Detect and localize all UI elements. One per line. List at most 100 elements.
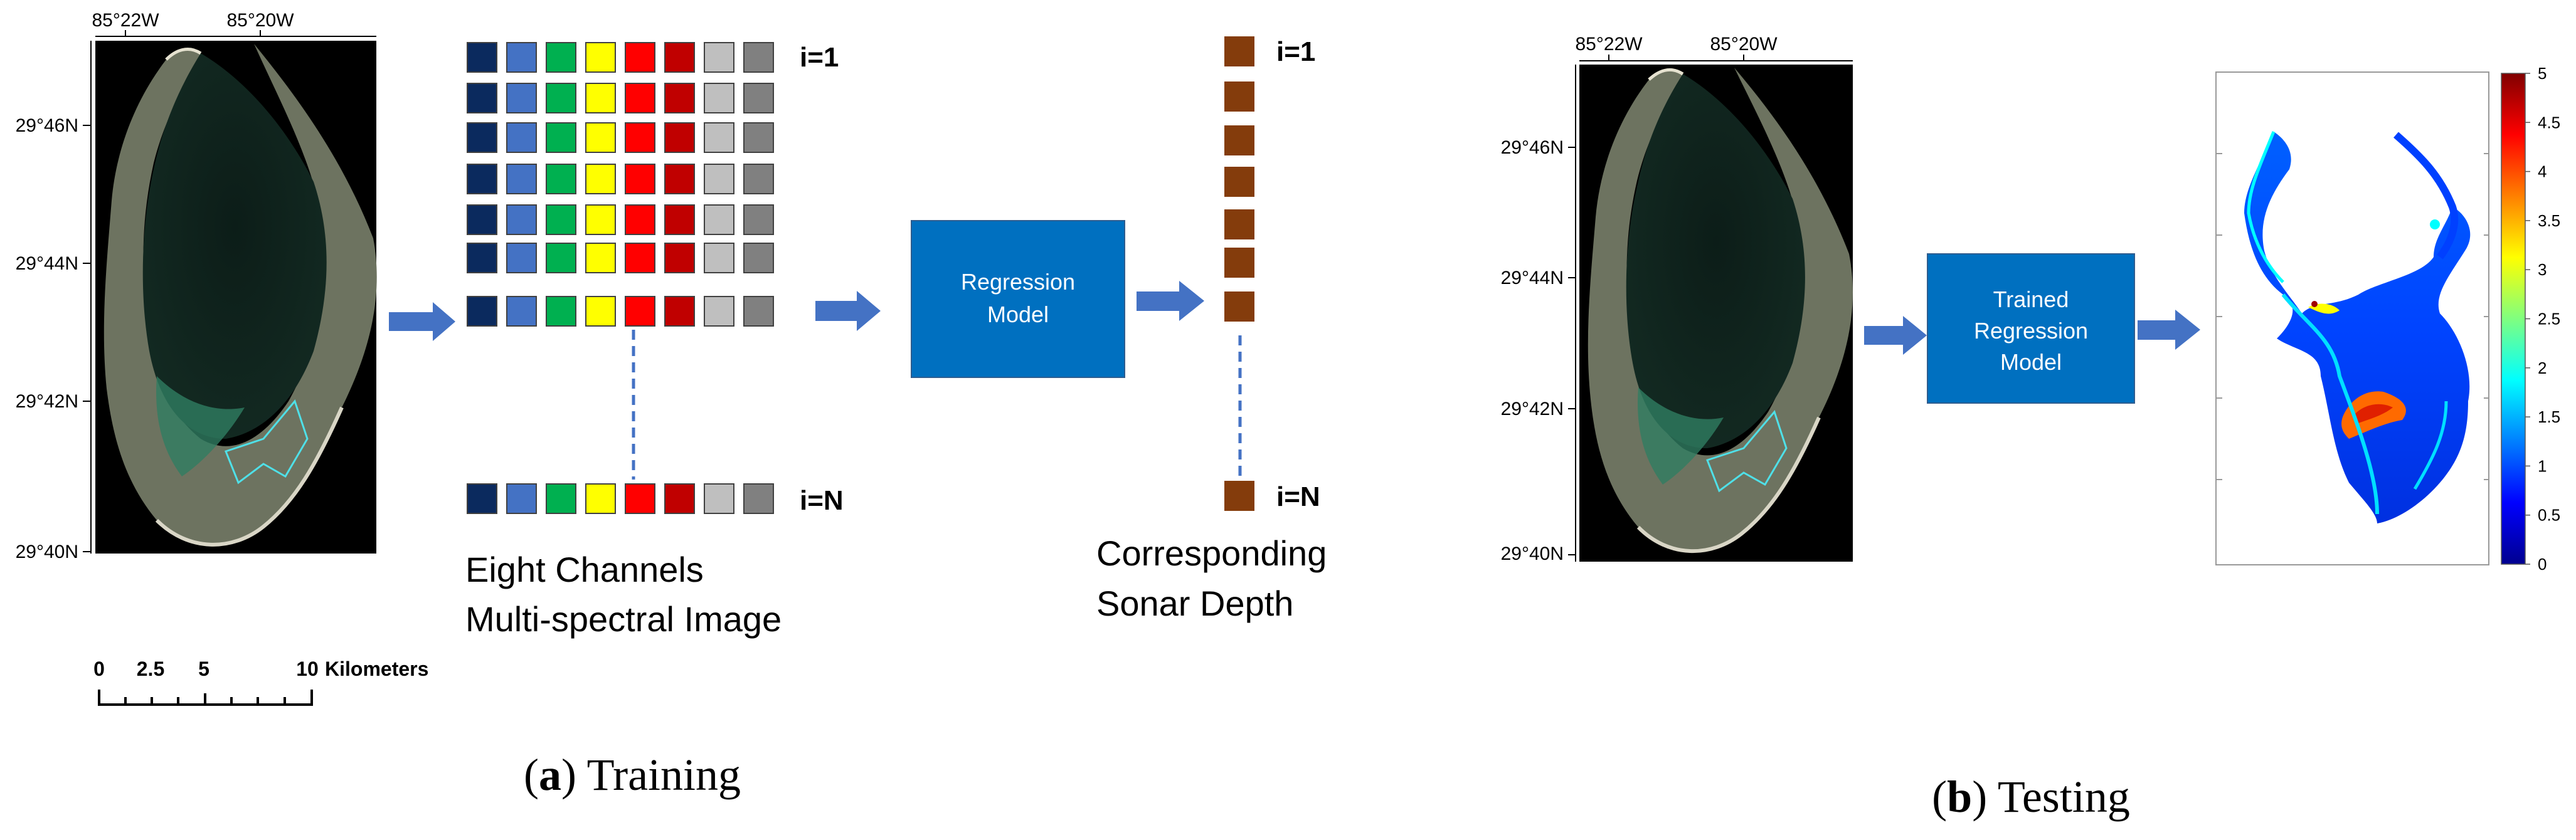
channel-square [506, 83, 537, 113]
flow-arrow [815, 291, 881, 331]
channel-square [664, 204, 695, 235]
depth-channel-right [2393, 132, 2459, 260]
colorbar-gradient [2501, 73, 2526, 565]
channel-square [585, 122, 616, 153]
channel-square [506, 122, 537, 153]
depth-label-last: i=N [1276, 481, 1320, 512]
map-axis-ticks [1568, 55, 1853, 562]
channel-square [467, 204, 497, 235]
channel-square [625, 204, 655, 235]
channel-square [625, 296, 655, 327]
channel-grid [467, 42, 774, 514]
channel-square [546, 83, 576, 113]
panel-caption-training: (a) Training [524, 750, 741, 800]
regression-model-label-line2: Model [987, 302, 1049, 327]
channel-square [585, 42, 616, 73]
colorbar-tick-label: 2 [2538, 359, 2547, 377]
lon-label: 85°20W [1710, 34, 1778, 55]
channel-square [704, 296, 734, 327]
scale-unit-label: Kilometers [325, 658, 428, 680]
satellite-map-training [95, 41, 377, 554]
lagoon-water [142, 53, 327, 439]
channel-square [743, 296, 774, 327]
channel-square [585, 204, 616, 235]
pixel-label-first: i=1 [800, 42, 839, 73]
channel-square [743, 483, 774, 514]
depth-shallow-patch [2430, 219, 2440, 229]
depth-square [1224, 291, 1254, 322]
regression-model-box [911, 220, 1125, 378]
sonar-track [225, 399, 309, 485]
sonar-track [1706, 409, 1788, 493]
satellite-map-testing [1579, 65, 1853, 562]
scale-tick-label: 5 [198, 658, 209, 680]
channel-square [625, 42, 655, 73]
channel-square [664, 483, 695, 514]
scale-tick-label: 2.5 [137, 658, 164, 680]
channel-square [585, 296, 616, 327]
depth-square [1224, 36, 1254, 66]
channel-square [506, 483, 537, 514]
depth-shoal-ring [2413, 401, 2448, 490]
lat-label: 29°42N [16, 391, 78, 412]
channel-square [546, 204, 576, 235]
channel-square [664, 164, 695, 194]
channel-square [704, 483, 734, 514]
channel-square [664, 83, 695, 113]
channel-square [506, 42, 537, 73]
beach-rim [1636, 416, 1821, 554]
channel-square [467, 42, 497, 73]
trained-model-label-line3: Model [2000, 349, 2062, 375]
depth-label-first: i=1 [1276, 36, 1315, 67]
channel-square [546, 243, 576, 273]
channel-square [664, 122, 695, 153]
channel-square [546, 164, 576, 194]
channel-square [506, 243, 537, 273]
colorbar-tick-label: 1.5 [2538, 407, 2560, 426]
trained-model-label-line1: Trained [1993, 286, 2069, 312]
colorbar-tick-label: 4.5 [2538, 113, 2560, 132]
lon-label: 85°22W [1575, 34, 1643, 55]
depth-square [1224, 167, 1254, 197]
channel-square [506, 296, 537, 327]
panel-caption-testing: (b) Testing [1932, 772, 2130, 822]
channel-square [585, 483, 616, 514]
flow-arrow [1137, 281, 1204, 321]
shallow-shoals [156, 376, 245, 476]
scale-tick-label: 0 [93, 658, 105, 680]
depth-caption-line1: Corresponding [1096, 533, 1327, 573]
colorbar-tick-label: 0 [2538, 555, 2547, 574]
map-axis-ticks [83, 30, 376, 554]
flow-arrow [2138, 310, 2200, 350]
depth-channel-left [2247, 131, 2284, 283]
channel-square [546, 122, 576, 153]
channel-square [704, 83, 734, 113]
north-beach [165, 47, 202, 61]
channels-caption-line1: Eight Channels [465, 550, 704, 589]
colorbar-tick-label: 2.5 [2538, 310, 2560, 328]
lagoon-water [1626, 74, 1805, 448]
channel-square [467, 122, 497, 153]
lat-label: 29°40N [1501, 543, 1564, 564]
depth-shoal-ring [2281, 293, 2379, 515]
channel-square [585, 83, 616, 113]
beach-rim [155, 406, 344, 547]
testing-panel: 85°22W 85°20W 29°46N 29°44N 29°42N 29°40… [1501, 34, 2561, 822]
channel-square [467, 296, 497, 327]
channel-square [743, 42, 774, 73]
channel-square [467, 243, 497, 273]
channel-square [506, 204, 537, 235]
channel-square [664, 42, 695, 73]
channel-square [743, 243, 774, 273]
channel-square [546, 296, 576, 327]
predicted-depth-map [2215, 71, 2489, 565]
scale-tick-label: 10 [296, 658, 319, 680]
channel-square [743, 83, 774, 113]
trained-regression-model-box [1927, 253, 2135, 404]
lon-label: 85°20W [226, 10, 294, 31]
channel-square [664, 243, 695, 273]
north-beach [1648, 68, 1684, 81]
lat-label: 29°46N [1501, 137, 1564, 158]
colorbar-ticks: 54.543.532.521.510.50 [2525, 64, 2560, 574]
